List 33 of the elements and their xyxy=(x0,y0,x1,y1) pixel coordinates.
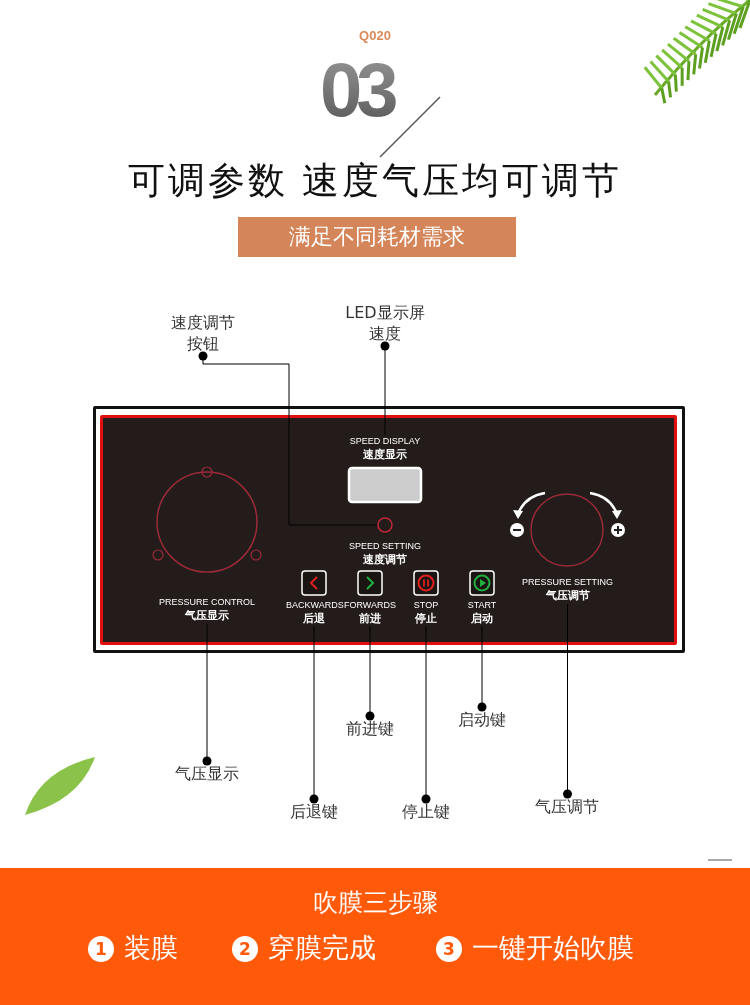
callout-text: 气压显示 xyxy=(165,763,249,784)
step-number: 1 xyxy=(88,936,114,962)
callout-text: 启动键 xyxy=(450,709,514,730)
callout-text: 气压调节 xyxy=(525,796,609,817)
leader-line xyxy=(309,625,319,804)
step-text: 穿膜完成 xyxy=(268,931,376,965)
leader-line xyxy=(563,603,572,799)
callout-text: 速度调节按钮 xyxy=(168,312,238,354)
leader-line xyxy=(477,625,487,712)
leader-line xyxy=(365,625,375,721)
panel-label: PRESSURE CONTROL 气压显示 xyxy=(158,596,256,623)
leader-line xyxy=(380,341,390,436)
leader-line xyxy=(198,351,378,526)
leader-line xyxy=(202,623,212,766)
button-label: FORWARDS 前进 xyxy=(343,599,397,626)
button-label: STOP 停止 xyxy=(412,599,440,626)
title: 可调参数 速度气压均可调节 xyxy=(126,158,624,204)
callout-text: 停止键 xyxy=(394,801,458,822)
step-text: 装膜 xyxy=(124,931,178,965)
button-label: START 启动 xyxy=(466,599,498,626)
subtitle-banner: 满足不同耗材需求 xyxy=(238,217,516,257)
callout-text: 后退键 xyxy=(282,801,346,822)
model-code: Q020 xyxy=(358,28,392,43)
panel-label: SPEED SETTING 速度调节 xyxy=(348,540,422,567)
callout-text: LED显示屏速度 xyxy=(342,302,428,344)
step-text: 一键开始吹膜 xyxy=(472,931,634,965)
step-number: 2 xyxy=(232,936,258,962)
callout-text: 前进键 xyxy=(338,718,402,739)
leader-line xyxy=(421,625,431,804)
panel-label: PRESSURE SETTING 气压调节 xyxy=(521,576,614,603)
panel-label: SPEED DISPLAY 速度显示 xyxy=(348,435,422,462)
footer-heading: 吹膜三步骤 xyxy=(311,887,439,919)
step-number: 3 xyxy=(436,936,462,962)
